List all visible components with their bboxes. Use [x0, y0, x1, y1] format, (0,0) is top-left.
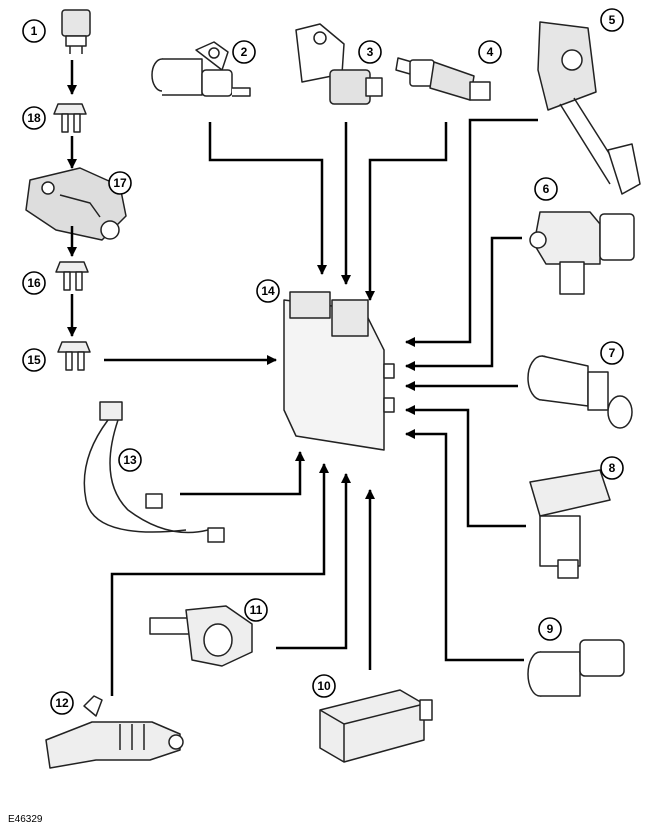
- sensor-6-component: [529, 211, 635, 295]
- sensor-4-component: [395, 57, 491, 101]
- callout-15: 15: [22, 348, 46, 372]
- callout-14: 14: [256, 279, 280, 303]
- fuse-18-component: [53, 103, 87, 133]
- callout-4: 4: [478, 40, 502, 64]
- sensor-7-component: [527, 355, 633, 429]
- pedal-sensor-component: [537, 21, 641, 195]
- callout-16: 16: [22, 271, 46, 295]
- ecm-14-component: [283, 291, 395, 451]
- ignition-switch-component: [25, 167, 127, 241]
- svg-text:13: 13: [123, 453, 137, 467]
- callout-2: 2: [232, 40, 256, 64]
- harness-13-component: [83, 401, 225, 543]
- svg-text:9: 9: [547, 622, 554, 636]
- svg-text:16: 16: [27, 276, 41, 290]
- figure-id: E46329: [8, 814, 43, 825]
- callout-5: 5: [600, 8, 624, 32]
- callout-17: 17: [108, 171, 132, 195]
- callout-8: 8: [600, 456, 624, 480]
- sensor-9-component: [527, 639, 625, 697]
- svg-text:11: 11: [250, 603, 263, 617]
- sensor-3-component: [295, 23, 383, 105]
- fuse-15-component: [57, 341, 91, 371]
- svg-text:5: 5: [609, 13, 616, 27]
- callout-1: 1: [22, 19, 46, 43]
- svg-text:2: 2: [241, 45, 248, 59]
- svg-text:17: 17: [113, 176, 127, 190]
- svg-text:18: 18: [27, 111, 41, 125]
- sensor-2-component: [151, 41, 251, 97]
- callout-6: 6: [534, 177, 558, 201]
- svg-text:15: 15: [27, 353, 41, 367]
- callout-18: 18: [22, 106, 46, 130]
- svg-text:8: 8: [609, 461, 616, 475]
- cylinder-12-component: [45, 695, 184, 769]
- callout-3: 3: [358, 40, 382, 64]
- svg-text:7: 7: [609, 346, 616, 360]
- relay-component: [61, 9, 91, 54]
- callout-11: 11: [244, 598, 268, 622]
- svg-text:6: 6: [543, 182, 550, 196]
- callout-7: 7: [600, 341, 624, 365]
- callout-10: 10: [312, 674, 336, 698]
- svg-text:14: 14: [261, 284, 275, 298]
- callout-13: 13: [118, 448, 142, 472]
- module-10-component: [319, 689, 433, 763]
- switch-11-component: [149, 605, 253, 667]
- fuse-16-component: [55, 261, 89, 291]
- callout-9: 9: [538, 617, 562, 641]
- sensor-8-component: [529, 469, 611, 579]
- callout-12: 12: [50, 691, 74, 715]
- svg-text:10: 10: [317, 679, 331, 693]
- svg-text:3: 3: [367, 45, 374, 59]
- svg-text:4: 4: [487, 45, 494, 59]
- svg-text:12: 12: [55, 696, 69, 710]
- svg-text:1: 1: [31, 24, 38, 38]
